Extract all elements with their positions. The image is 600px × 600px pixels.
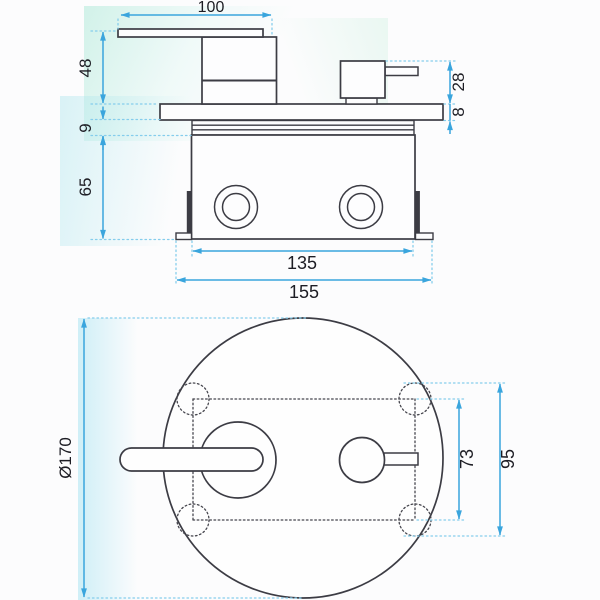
lever-handle-side	[117, 28, 264, 38]
dim-plate-thickness: 8	[449, 107, 468, 116]
extension-lines-front	[87, 317, 508, 599]
side-view	[117, 28, 444, 241]
mount-foot-right	[414, 232, 434, 241]
dim-hole-span: 95	[498, 449, 518, 469]
dim-plate-diameter: Ø170	[56, 437, 75, 479]
side-view-dimensions: 100 48 9 65 28 8 135 155	[76, 0, 468, 302]
extension-lines-side	[90, 18, 458, 286]
inlet-port-right	[338, 184, 384, 230]
dim-overall-width: 155	[289, 282, 319, 302]
dim-handle-width: 100	[198, 0, 225, 16]
temp-knob-stick-side	[384, 66, 419, 77]
dim-body-width: 135	[287, 253, 317, 273]
dimension-lines-front	[81, 318, 503, 598]
temp-knob-stick-front	[383, 452, 419, 466]
inlet-port-right-inner	[346, 192, 376, 222]
wall-plate-side	[159, 103, 444, 121]
handle-base-block	[201, 36, 278, 105]
dim-collar-height: 9	[76, 123, 95, 132]
corner-hole-top-left	[176, 382, 210, 416]
dim-recess-height: 73	[457, 449, 477, 469]
mount-foot-left	[175, 232, 193, 241]
mount-bracket-left	[186, 191, 192, 233]
dim-handle-height: 48	[76, 59, 95, 78]
collar-rings	[191, 119, 415, 136]
lever-handle-front	[119, 447, 264, 472]
inlet-port-left	[213, 184, 259, 230]
front-view-dimensions: Ø170 73 95	[56, 317, 518, 599]
temp-knob-neck	[345, 97, 378, 105]
dimension-lines-side	[100, 12, 453, 283]
temp-knob-front	[338, 436, 386, 484]
temp-knob-side	[339, 60, 386, 99]
corner-hole-bottom-left	[176, 503, 210, 537]
dim-knob-height: 28	[449, 73, 468, 92]
inlet-port-left-inner	[221, 192, 251, 222]
valve-body	[190, 134, 416, 240]
front-view	[119, 317, 444, 599]
dim-body-height: 65	[76, 178, 95, 197]
mount-bracket-right	[415, 191, 420, 233]
